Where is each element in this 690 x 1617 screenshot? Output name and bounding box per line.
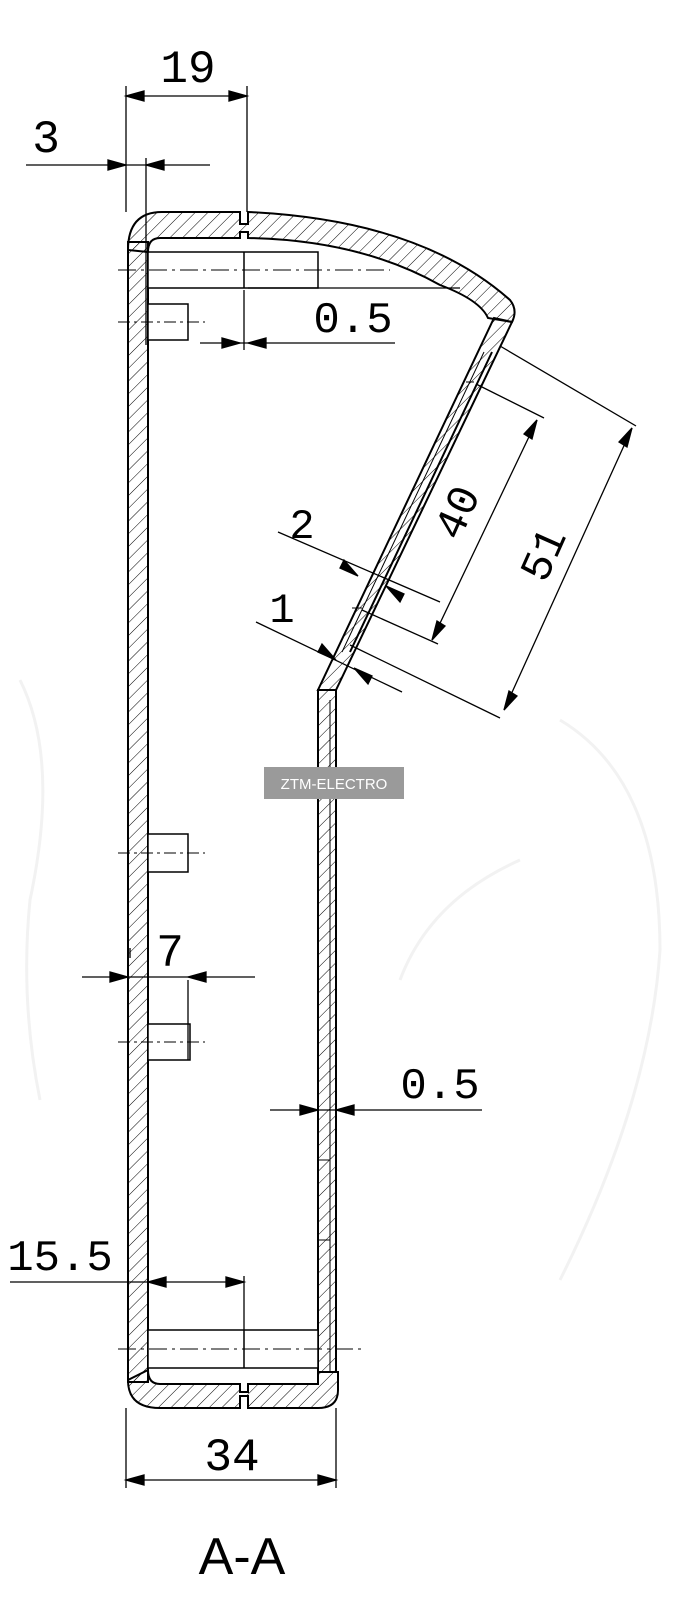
dim-lower-gap: 0.5 [400,1062,479,1112]
watermark: ZTM-ELECTRO [264,767,404,799]
dim-thickness-2: 2 [289,503,314,551]
dim-top-width: 19 [160,44,215,96]
dim-bottom-width: 15.5 [7,1234,113,1284]
dimension-lines [10,86,637,1488]
section-profile [118,210,516,1409]
dim-boss-offset: 7 [156,928,184,980]
section-label: A-A [199,1528,286,1586]
dim-top-gap: 0.5 [313,296,392,346]
boss-middle [118,833,205,873]
boss-lower [118,1023,205,1061]
bottom-shell [126,1368,339,1409]
slope-panel-outer [349,351,493,653]
dim-wall-offset: 3 [32,114,60,166]
left-wall [127,241,149,1383]
dim-total-depth: 34 [204,1432,259,1484]
boss-upper [118,303,205,341]
background-decoration [18,679,662,1281]
watermark-text: ZTM-ELECTRO [281,776,388,793]
slope-panel-inner [341,351,485,653]
dim-thickness-1: 1 [269,587,294,635]
dim-slope-inner: 40 [426,479,493,548]
dim-slope-outer: 51 [512,521,579,590]
